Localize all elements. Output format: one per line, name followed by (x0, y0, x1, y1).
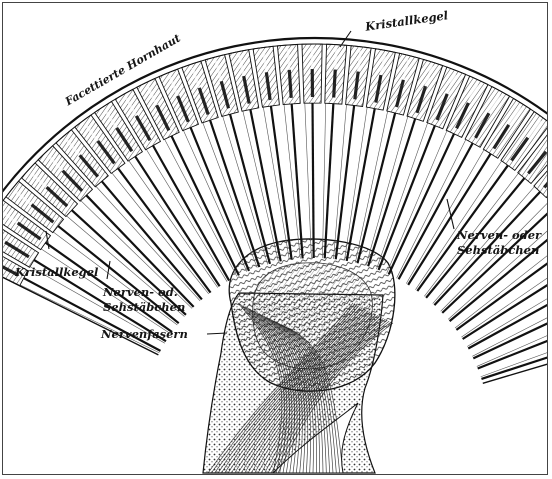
cone-pigment (289, 70, 291, 98)
label-nervenfasern: Nervenfasern (101, 328, 188, 341)
label-nerven-od-line1: Nerven- od. (103, 286, 178, 299)
ommatidium-rod-edge (112, 173, 209, 294)
cone-highlight (335, 49, 336, 71)
ommatidium-rod-edge (387, 131, 447, 274)
ommatidium-rod-edge (223, 116, 268, 264)
label-nerven-oder-line1: Nerven- oder (457, 229, 541, 242)
ommatidium-rod-edge (203, 123, 257, 268)
ommatidium-rod (250, 109, 280, 261)
ommatidium-rod (153, 146, 229, 281)
ommatidium-rod-edge (366, 116, 408, 265)
ommatidium-rod (399, 143, 473, 279)
ommatidium-rod (313, 103, 314, 258)
ommatidium-rod (408, 154, 491, 285)
ommatidium-rod (271, 106, 292, 260)
ommatidium-rod-edge (305, 103, 312, 258)
label-nerven-oder-line2: Sehstäbchen (457, 244, 539, 257)
ommatidium-rod (325, 104, 334, 259)
ommatidium-rod (102, 181, 202, 299)
figure-frame: Kristallkegel Facettierte Hornhaut Krist… (2, 2, 548, 475)
label-kristallkegel-left: Kristallkegel (15, 266, 98, 279)
cone-highlight (288, 49, 290, 71)
ommatidium-rod (135, 156, 219, 286)
fan-right-edge (483, 321, 548, 383)
cone-pigment (334, 70, 336, 98)
ommatidium-rod (292, 104, 303, 259)
label-nerven-od-line2: Sehstäbchen (103, 301, 185, 314)
